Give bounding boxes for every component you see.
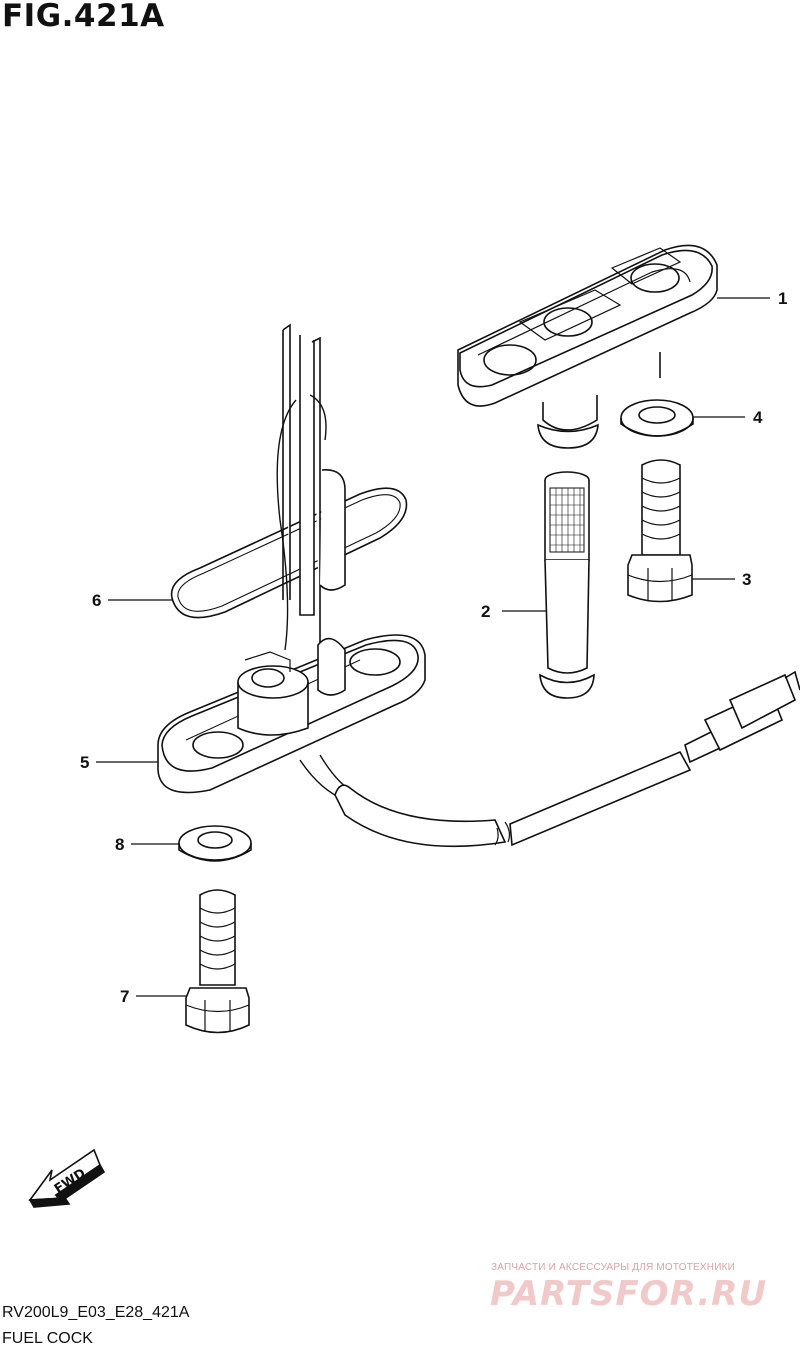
callout-number-2: 2 [481, 602, 491, 621]
watermark-brand: PARTSFOR.RU [490, 1274, 768, 1314]
part-8-washer [178, 825, 252, 862]
callout-number-4: 4 [753, 408, 763, 427]
part-5-fuel-level-sensor [157, 323, 800, 848]
part-2-strainer-tube [539, 471, 595, 699]
callout-number-5: 5 [80, 753, 90, 772]
part-4-washer [620, 399, 694, 437]
watermark-subtitle: ЗАПЧАСТИ И АКСЕССУАРЫ ДЛЯ МОТОТЕХНИКИ [491, 1262, 736, 1273]
part-6-gasket-ring [170, 487, 408, 619]
forward-arrow-icon: FWD [28, 1148, 106, 1208]
figure-title: FIG.421A [2, 0, 165, 34]
callout-number-3: 3 [742, 570, 752, 589]
model-code: RV200L9_E03_E28_421A [2, 1304, 190, 1321]
part-1-fuel-cock-plate [457, 244, 718, 449]
part-7-bolt [185, 889, 250, 1034]
callout-number-8: 8 [115, 835, 125, 854]
callout-number-1: 1 [778, 289, 788, 308]
callout-number-7: 7 [120, 987, 130, 1006]
callout-number-6: 6 [92, 591, 102, 610]
callout-leader-lines [96, 297, 770, 997]
part-3-bolt [627, 459, 693, 603]
section-name: FUEL COCK [2, 1330, 93, 1347]
